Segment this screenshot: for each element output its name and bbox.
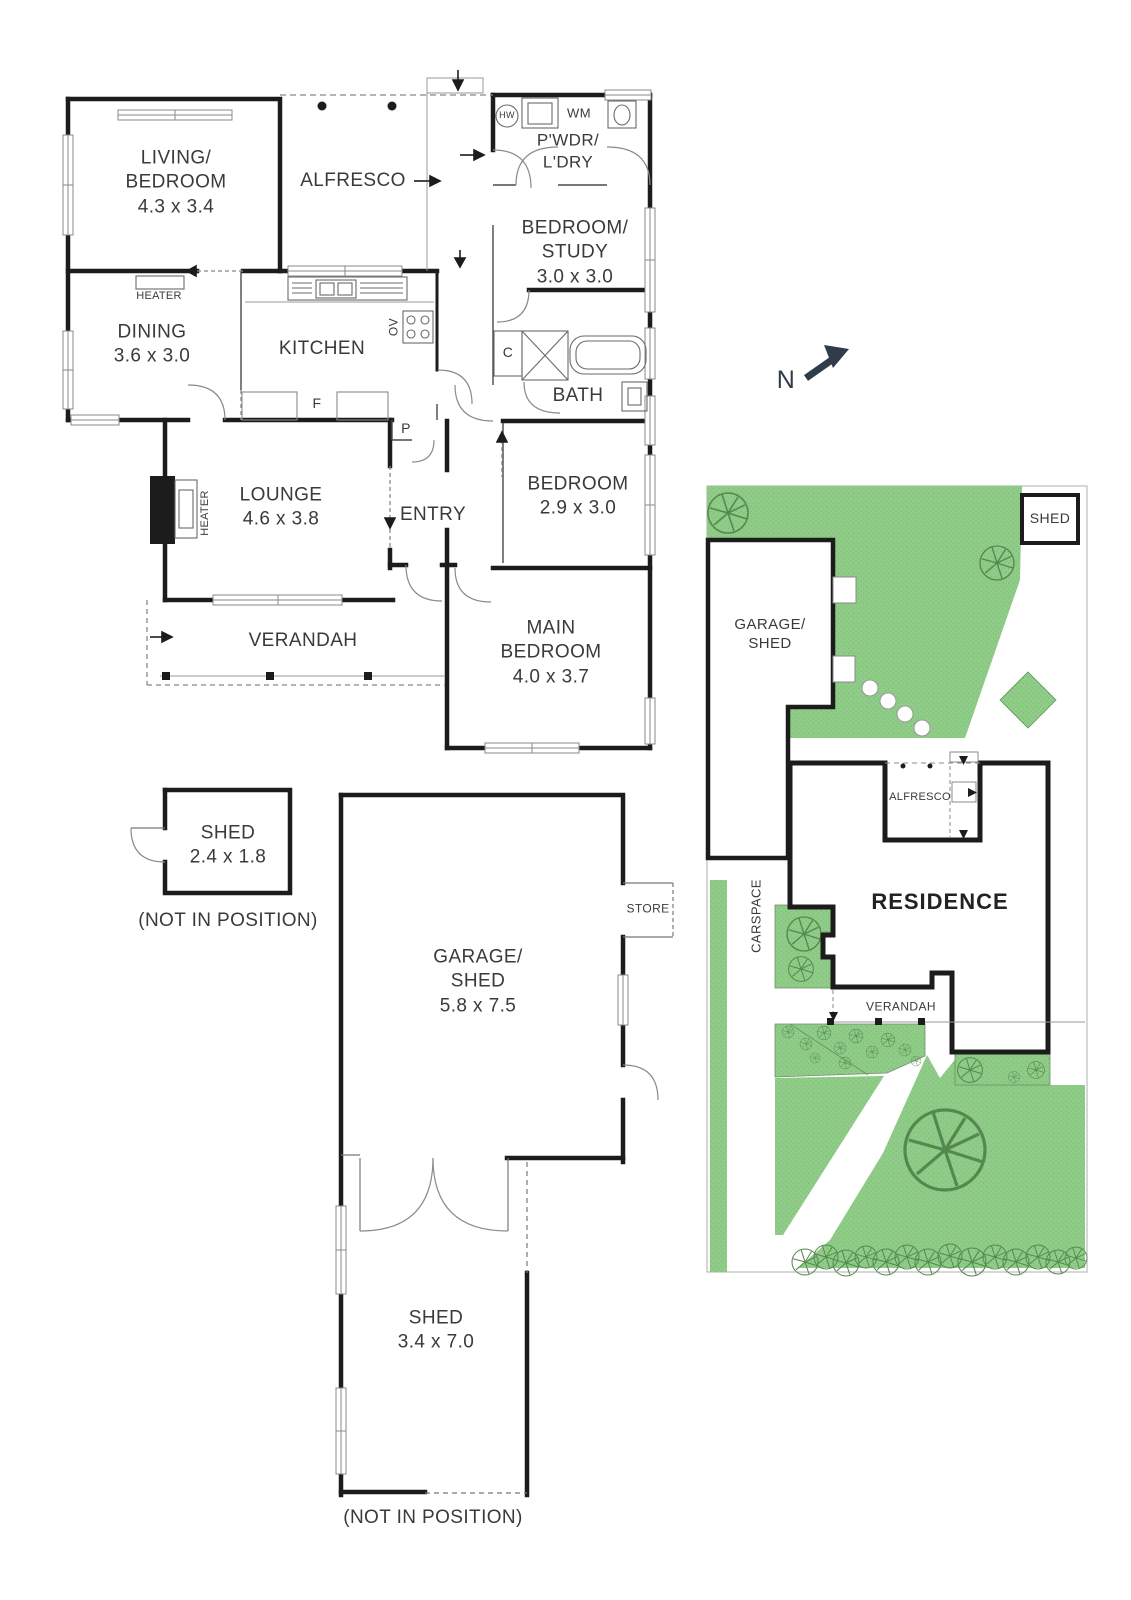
door-arcs [187, 146, 651, 603]
room-label-bedroom: BEDROOM 2.9 x 3.0 [527, 473, 629, 519]
room-label-dining: DINING 3.6 x 3.0 [113, 321, 191, 367]
room-label-bath: BATH [552, 384, 604, 406]
main-plan-light-lines [160, 77, 484, 677]
alfresco-posts [317, 101, 397, 111]
north-arrow-icon [803, 345, 849, 381]
hot-water-label: HW [499, 110, 515, 121]
room-label-alfresco: ALFRESCO [300, 169, 406, 191]
stepping-stones [861, 679, 931, 737]
store-label: STORE [626, 901, 670, 916]
shed-long-note: (NOT IN POSITION) [343, 1506, 523, 1528]
hot-water-icon [495, 104, 519, 128]
pantry-label: P [401, 420, 411, 437]
washing-machine-icon [521, 97, 559, 129]
room-label-entry: ENTRY [399, 503, 467, 525]
toilet-icon-2 [621, 381, 648, 412]
site-buildings [705, 493, 1080, 1055]
room-label-pwdr-ldry: P'WDR/ L'DRY [536, 130, 600, 171]
site-alfresco-label: ALFRESCO [889, 790, 951, 803]
windows [62, 89, 656, 754]
dashed-openings [146, 94, 503, 686]
heater-label: HEATER [136, 289, 182, 302]
site-carspace-label: CARSPACE [748, 879, 764, 953]
shed-small-label: SHED 2.4 x 1.8 [189, 822, 267, 868]
room-label-kitchen: KITCHEN [278, 337, 366, 359]
stove-icon [402, 310, 434, 344]
main-plan-partitions [240, 184, 607, 563]
fridge-label: F [312, 395, 322, 412]
heater-lounge-label: HEATER [198, 490, 211, 536]
shower-icon [521, 330, 569, 381]
room-label-lounge: LOUNGE 4.6 x 3.8 [239, 484, 323, 530]
cupboard-label: C [502, 344, 514, 361]
shed-small-note: (NOT IN POSITION) [138, 909, 318, 931]
flow-arrows [150, 70, 509, 644]
site-residence-label: RESIDENCE [871, 888, 1009, 914]
site-alfresco-details [885, 751, 980, 839]
site-plan [705, 485, 1088, 1277]
shed-long-label: SHED 3.4 x 7.0 [397, 1307, 475, 1353]
bathtub-icon [569, 335, 647, 375]
site-verandah-label: VERANDAH [866, 999, 936, 1014]
outbuilding-light [130, 827, 674, 1494]
fixtures [135, 97, 648, 544]
site-garage-shed-label: GARAGE/ SHED [734, 615, 806, 652]
room-label-main-bedroom: MAIN BEDROOM 4.0 x 3.7 [500, 617, 602, 688]
toilet-icon [607, 100, 637, 129]
north-label: N [776, 366, 796, 394]
fireplace-icon [150, 476, 198, 544]
outbuilding-walls [162, 787, 626, 1498]
garage-shed-label: GARAGE/ SHED 5.8 x 7.5 [433, 946, 523, 1017]
site-shed-label: SHED [1029, 510, 1071, 527]
room-label-bedroom-study: BEDROOM/ STUDY 3.0 x 3.0 [521, 217, 629, 288]
site-verandah-details [827, 990, 1085, 1025]
room-label-verandah: VERANDAH [248, 629, 358, 651]
washing-machine-label: WM [567, 105, 591, 121]
outbuilding-windows [335, 974, 629, 1475]
room-label-living-bedroom: LIVING/ BEDROOM 4.3 x 3.4 [125, 147, 227, 218]
verandah-posts [162, 672, 372, 680]
oven-label: OV [386, 317, 401, 337]
